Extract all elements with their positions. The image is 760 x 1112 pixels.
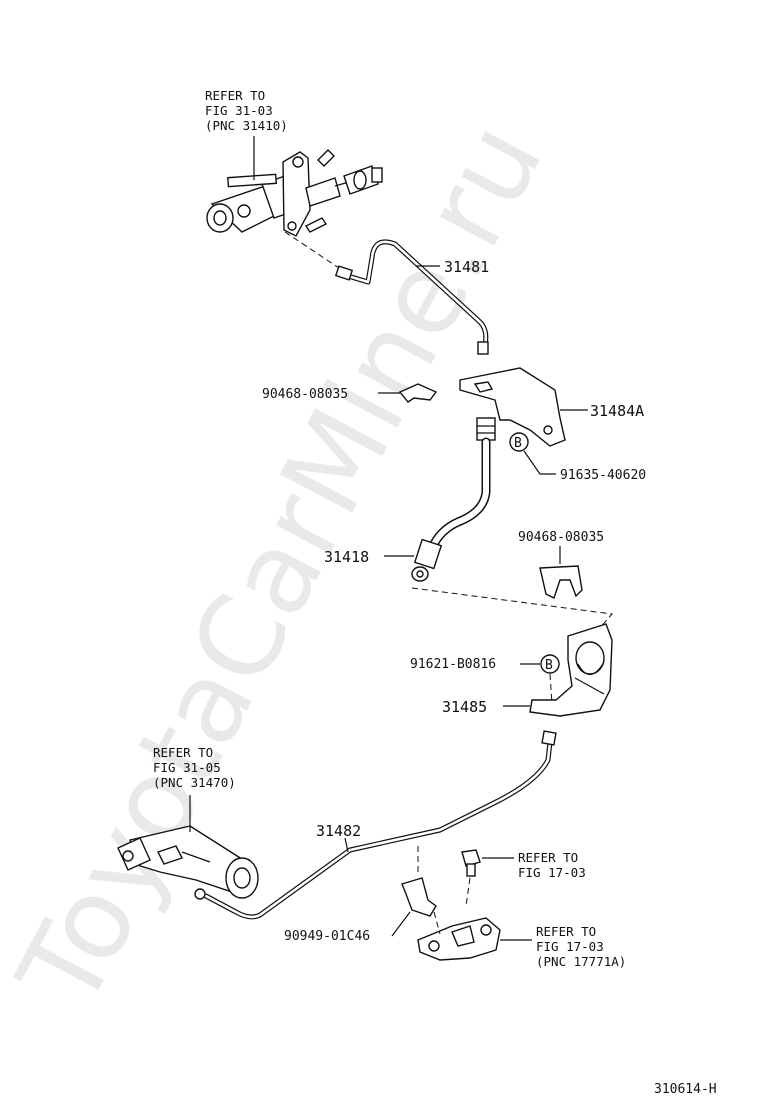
bolt-marker-b-upper-text: B	[514, 436, 522, 451]
part-label-clip2: 90468-08035	[518, 530, 604, 545]
ref-release-line1: REFER TO	[153, 745, 213, 760]
leader-90949	[391, 911, 411, 937]
ref-release-line2: FIG 31-05	[153, 760, 221, 775]
clutch-pipe-31481[interactable]	[334, 239, 489, 355]
part-label-31481: 31481	[444, 258, 489, 276]
part-label-90949: 90949-01C46	[284, 929, 370, 944]
ref-master-line3: (PNC 31410)	[205, 118, 288, 133]
dashed-link-b-lower	[549, 673, 553, 705]
ref-release-line3: (PNC 31470)	[153, 775, 236, 790]
diagram-code: 310614-H	[654, 1082, 717, 1097]
leader-91635	[523, 450, 556, 475]
clip-90468-lower[interactable]	[539, 565, 583, 599]
bracket-31484a[interactable]	[459, 367, 566, 447]
ref-bolt-line1: REFER TO	[518, 850, 578, 865]
part-label-91635: 91635-40620	[560, 468, 646, 483]
ref-bracket-line2: FIG 17-03	[536, 939, 604, 954]
bracket-17771a[interactable]	[417, 911, 501, 961]
dashed-link-hose	[411, 587, 613, 631]
ref-master-line2: FIG 31-03	[205, 103, 273, 118]
watermark: ToyotaCarMine.ru	[0, 103, 568, 1029]
ref-master-line1: REFER TO	[205, 88, 265, 103]
dashed-link-bolt	[465, 877, 471, 907]
ref-bolt-line2: FIG 17-03	[518, 865, 586, 880]
bolt-marker-b-lower-text: B	[545, 658, 553, 673]
clutch-pipe-31482[interactable]	[203, 730, 557, 920]
part-label-31418: 31418	[324, 548, 369, 566]
clamp-90949-01c46[interactable]	[401, 877, 437, 917]
part-label-31485: 31485	[442, 698, 487, 716]
clutch-release-cylinder[interactable]	[117, 825, 259, 900]
bolt-fig-17-03[interactable]	[461, 849, 481, 877]
part-label-31484a: 31484A	[590, 402, 644, 420]
ref-bracket-line1: REFER TO	[536, 924, 596, 939]
flexible-hose-31418[interactable]	[411, 417, 496, 582]
part-label-91621: 91621-B0816	[410, 657, 496, 672]
clip-90468-upper[interactable]	[398, 383, 438, 403]
part-label-31482: 31482	[316, 822, 361, 840]
bolt-marker-b-upper	[509, 432, 529, 452]
leader-31482	[344, 837, 349, 853]
bolt-marker-b-lower	[540, 654, 560, 674]
ref-bracket-line3: (PNC 17771A)	[536, 954, 626, 969]
part-label-clip1: 90468-08035	[262, 387, 348, 402]
dashed-link-master	[284, 231, 346, 273]
bracket-31485[interactable]	[529, 623, 613, 717]
clutch-master-cylinder[interactable]	[206, 149, 383, 237]
